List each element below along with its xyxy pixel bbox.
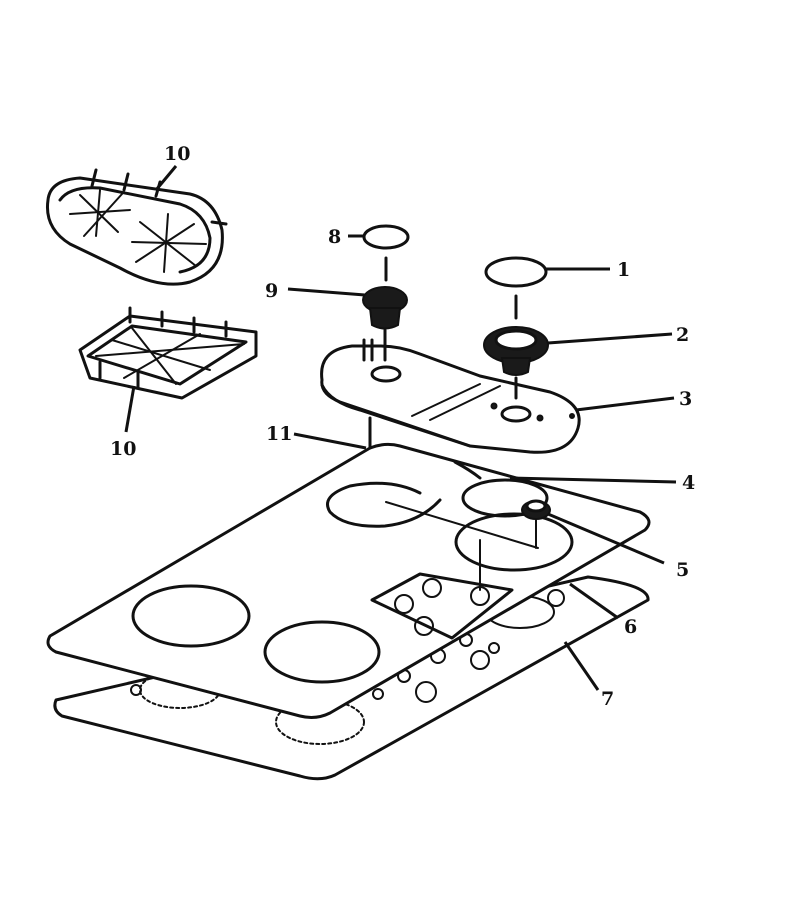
control-knob-small (521, 499, 551, 520)
glass-cooktop (46, 442, 651, 719)
burner-housing (320, 338, 581, 454)
callout-1: 1 (617, 259, 630, 281)
burner-base-left (362, 286, 408, 362)
burner-head-right (483, 326, 549, 400)
grate-double (45, 168, 228, 286)
leader-lines (124, 165, 677, 691)
callout-3: 3 (679, 388, 692, 410)
callout-5: 5 (676, 559, 689, 581)
grate-single (78, 306, 258, 400)
callout-8: 8 (328, 226, 341, 248)
callout-2: 2 (676, 324, 689, 346)
callout-10-bottom: 10 (110, 438, 136, 460)
callout-labels: 1 2 3 4 5 6 7 8 9 10 10 11 (110, 143, 695, 710)
callout-4: 4 (682, 472, 695, 494)
callout-10-top: 10 (164, 143, 190, 165)
burner-cap-right (484, 256, 548, 320)
callout-9: 9 (265, 280, 278, 302)
callout-7: 7 (601, 688, 614, 710)
callout-6: 6 (624, 616, 637, 638)
callout-11: 11 (266, 423, 292, 445)
burner-cap-left (362, 224, 410, 282)
